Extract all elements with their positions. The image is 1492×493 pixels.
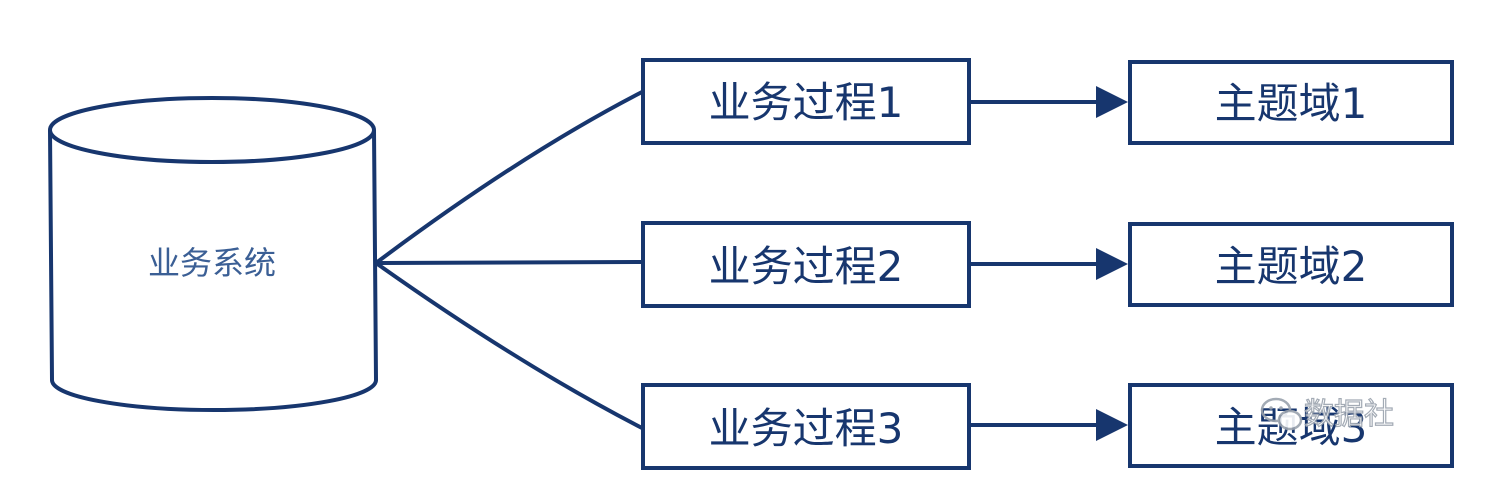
domain-box-frame	[1128, 60, 1454, 145]
business-system-cylinder: 业务系统	[48, 96, 379, 412]
process-box-frame	[641, 58, 971, 145]
process-label-1: 业务过程1	[709, 78, 904, 127]
cylinder-top	[48, 96, 376, 164]
connector-line-2	[375, 260, 643, 265]
business-system-label: 业务系统	[148, 244, 276, 282]
domain-label-2: 主题域2	[1215, 242, 1368, 291]
arrowhead-icon	[1096, 248, 1128, 280]
wechat-icon	[1260, 397, 1303, 431]
connector-line-3	[374, 261, 643, 430]
arrow-3	[971, 409, 1128, 441]
watermark: 数据社	[1260, 396, 1395, 433]
arrow-1	[971, 86, 1128, 118]
domain-box-frame	[1128, 222, 1454, 307]
watermark-text: 数据社	[1304, 397, 1394, 432]
cylinder-body	[48, 129, 379, 412]
arrowhead-icon	[1096, 409, 1128, 441]
process-box-1: 业务过程1	[641, 58, 971, 145]
process-box-2: 业务过程2	[641, 221, 971, 308]
process-label-2: 业务过程2	[709, 242, 904, 291]
process-label-3: 业务过程3	[709, 404, 904, 453]
domain-box-1: 主题域1	[1128, 60, 1454, 145]
domain-label-1: 主题域1	[1215, 79, 1368, 128]
connector-line-1	[374, 90, 643, 265]
process-box-frame	[641, 383, 971, 470]
domain-box-2: 主题域2	[1128, 222, 1454, 307]
process-box-3: 业务过程3	[641, 383, 971, 470]
arrowhead-icon	[1096, 86, 1128, 118]
fan-out-connectors	[374, 90, 643, 430]
process-box-frame	[641, 221, 971, 308]
arrow-2	[971, 248, 1128, 280]
